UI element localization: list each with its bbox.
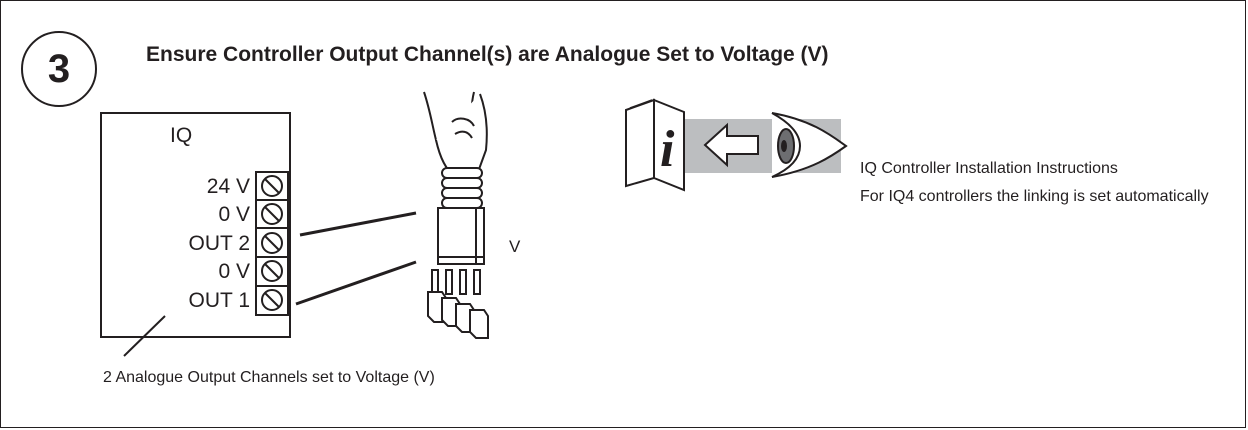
step-title: Ensure Controller Output Channel(s) are …	[146, 43, 829, 66]
diagram-caption: 2 Analogue Output Channels set to Voltag…	[103, 369, 435, 386]
hand-icon	[423, 91, 488, 179]
eye-icon	[771, 112, 848, 178]
caption-leader-line	[123, 315, 166, 357]
step-number: 3	[47, 47, 71, 91]
info-book-icon: i	[625, 98, 685, 192]
controller-name: IQ	[170, 124, 193, 147]
leader-line-out1	[295, 260, 417, 306]
terminal-label-out1: OUT 1	[188, 289, 250, 312]
terminal-label-out2: OUT 2	[188, 232, 250, 255]
reference-document-text: IQ Controller Installation Instructions	[860, 160, 1118, 177]
step-number-circle	[21, 31, 97, 107]
terminal-label-0v-upper: 0 V	[218, 203, 250, 226]
jumper-link-icon	[437, 207, 485, 265]
terminal-label-24v: 24 V	[206, 175, 250, 198]
controller-box	[100, 112, 291, 338]
jumper-grip-icon	[441, 167, 483, 209]
jumper-voltage-label: V	[509, 237, 521, 256]
header-pins-icon	[427, 269, 489, 339]
arrow-left-icon	[703, 122, 759, 168]
terminal-block	[255, 171, 289, 316]
terminal-screw-icon	[261, 175, 283, 311]
leader-line-out2	[299, 211, 417, 237]
terminal-label-0v-lower: 0 V	[218, 260, 250, 283]
svg-text:i: i	[660, 121, 675, 178]
iq4-note: For IQ4 controllers the linking is set a…	[860, 188, 1209, 205]
